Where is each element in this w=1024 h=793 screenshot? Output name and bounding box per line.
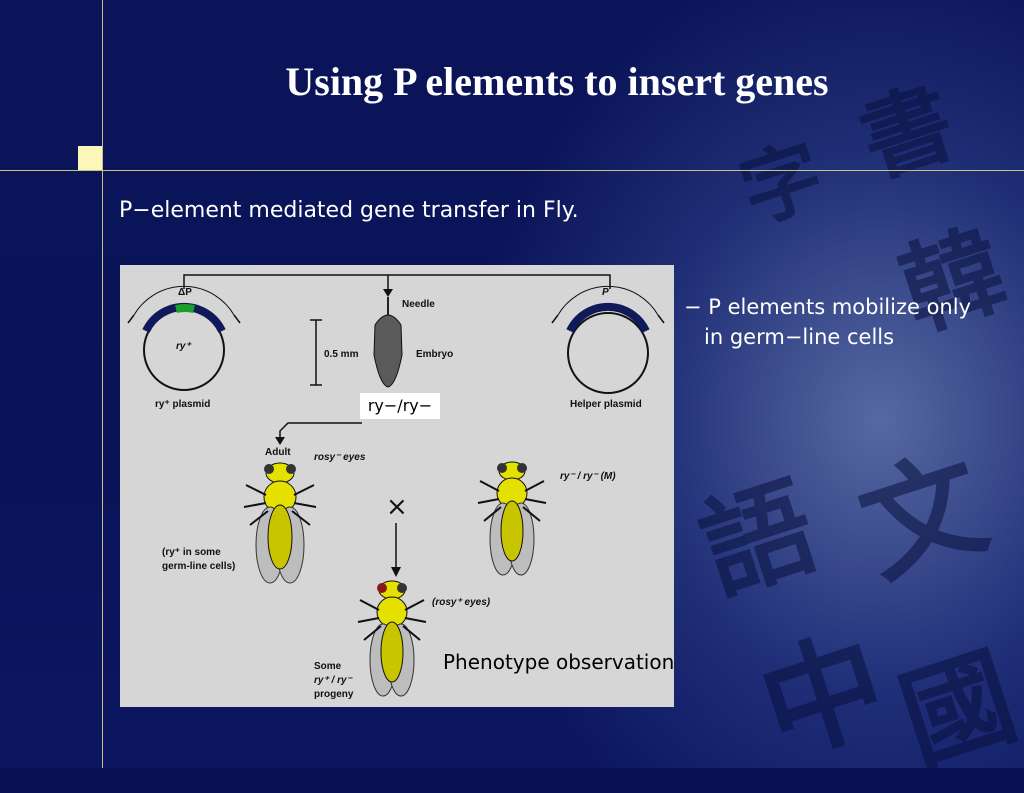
adult-label: Adult bbox=[265, 447, 291, 458]
arrowhead bbox=[383, 289, 393, 297]
delta-p-label: ΔP bbox=[178, 287, 192, 298]
rosy-plus-eyes-label: (rosy⁺ eyes) bbox=[432, 597, 491, 608]
rosy-minus-eyes-label: rosy⁻ eyes bbox=[314, 452, 366, 463]
scale-label: 0.5 mm bbox=[324, 349, 359, 360]
fly-ry-minus-mate bbox=[477, 461, 547, 576]
vertical-divider bbox=[102, 0, 103, 768]
p-element-diagram: ΔP ry⁺ ry⁺ plasmid P Helper plasmid Need… bbox=[120, 265, 674, 707]
ry-insert bbox=[175, 304, 195, 313]
progeny-label-2: ry⁺ / ry⁻ bbox=[314, 675, 354, 686]
accent-square bbox=[78, 146, 102, 170]
horizontal-divider bbox=[0, 170, 1024, 171]
fly-progeny bbox=[357, 580, 427, 697]
ry-minus-m-label: ry⁻ / ry⁻ (M) bbox=[560, 471, 616, 482]
helper-plasmid-label: Helper plasmid bbox=[570, 399, 642, 410]
p-label: P bbox=[602, 287, 609, 298]
arrowhead bbox=[391, 567, 401, 577]
embryo-label: Embryo bbox=[416, 349, 453, 360]
ry-plasmid-label: ry⁺ plasmid bbox=[155, 399, 210, 410]
progeny-label-3: progeny bbox=[314, 689, 354, 700]
germline-label-1: (ry⁺ in some bbox=[162, 547, 221, 558]
helper-band bbox=[566, 302, 650, 333]
progeny-label-1: Some bbox=[314, 661, 342, 672]
embryo-shape bbox=[373, 314, 403, 388]
slide-subtitle: P−element mediated gene transfer in Fly. bbox=[119, 198, 579, 223]
ry-plus-label: ry⁺ bbox=[176, 341, 192, 352]
arrowhead bbox=[275, 437, 285, 445]
helper-arc bbox=[557, 285, 659, 316]
genotype-box: ry−/ry− bbox=[360, 393, 440, 419]
injection-connector bbox=[183, 274, 611, 289]
p-element-arc bbox=[133, 285, 235, 316]
fly-transformed-adult bbox=[243, 462, 317, 584]
scale-bar bbox=[310, 319, 322, 386]
phenotype-label: Phenotype observation bbox=[443, 650, 675, 674]
germline-label-2: germ-line cells) bbox=[162, 561, 235, 572]
needle-label: Needle bbox=[402, 299, 435, 310]
cross-symbol: × bbox=[386, 492, 408, 522]
plasmid-ends bbox=[127, 314, 241, 324]
diagram-svg: ΔP ry⁺ ry⁺ plasmid P Helper plasmid Need… bbox=[127, 274, 665, 700]
bullet-text: − P elements mobilize only in germ−line … bbox=[684, 295, 971, 349]
slide-title: Using P elements to insert genes bbox=[285, 59, 829, 104]
development-arrow bbox=[279, 422, 362, 441]
helper-ends bbox=[551, 314, 665, 324]
helper-plasmid-circle bbox=[567, 312, 649, 394]
